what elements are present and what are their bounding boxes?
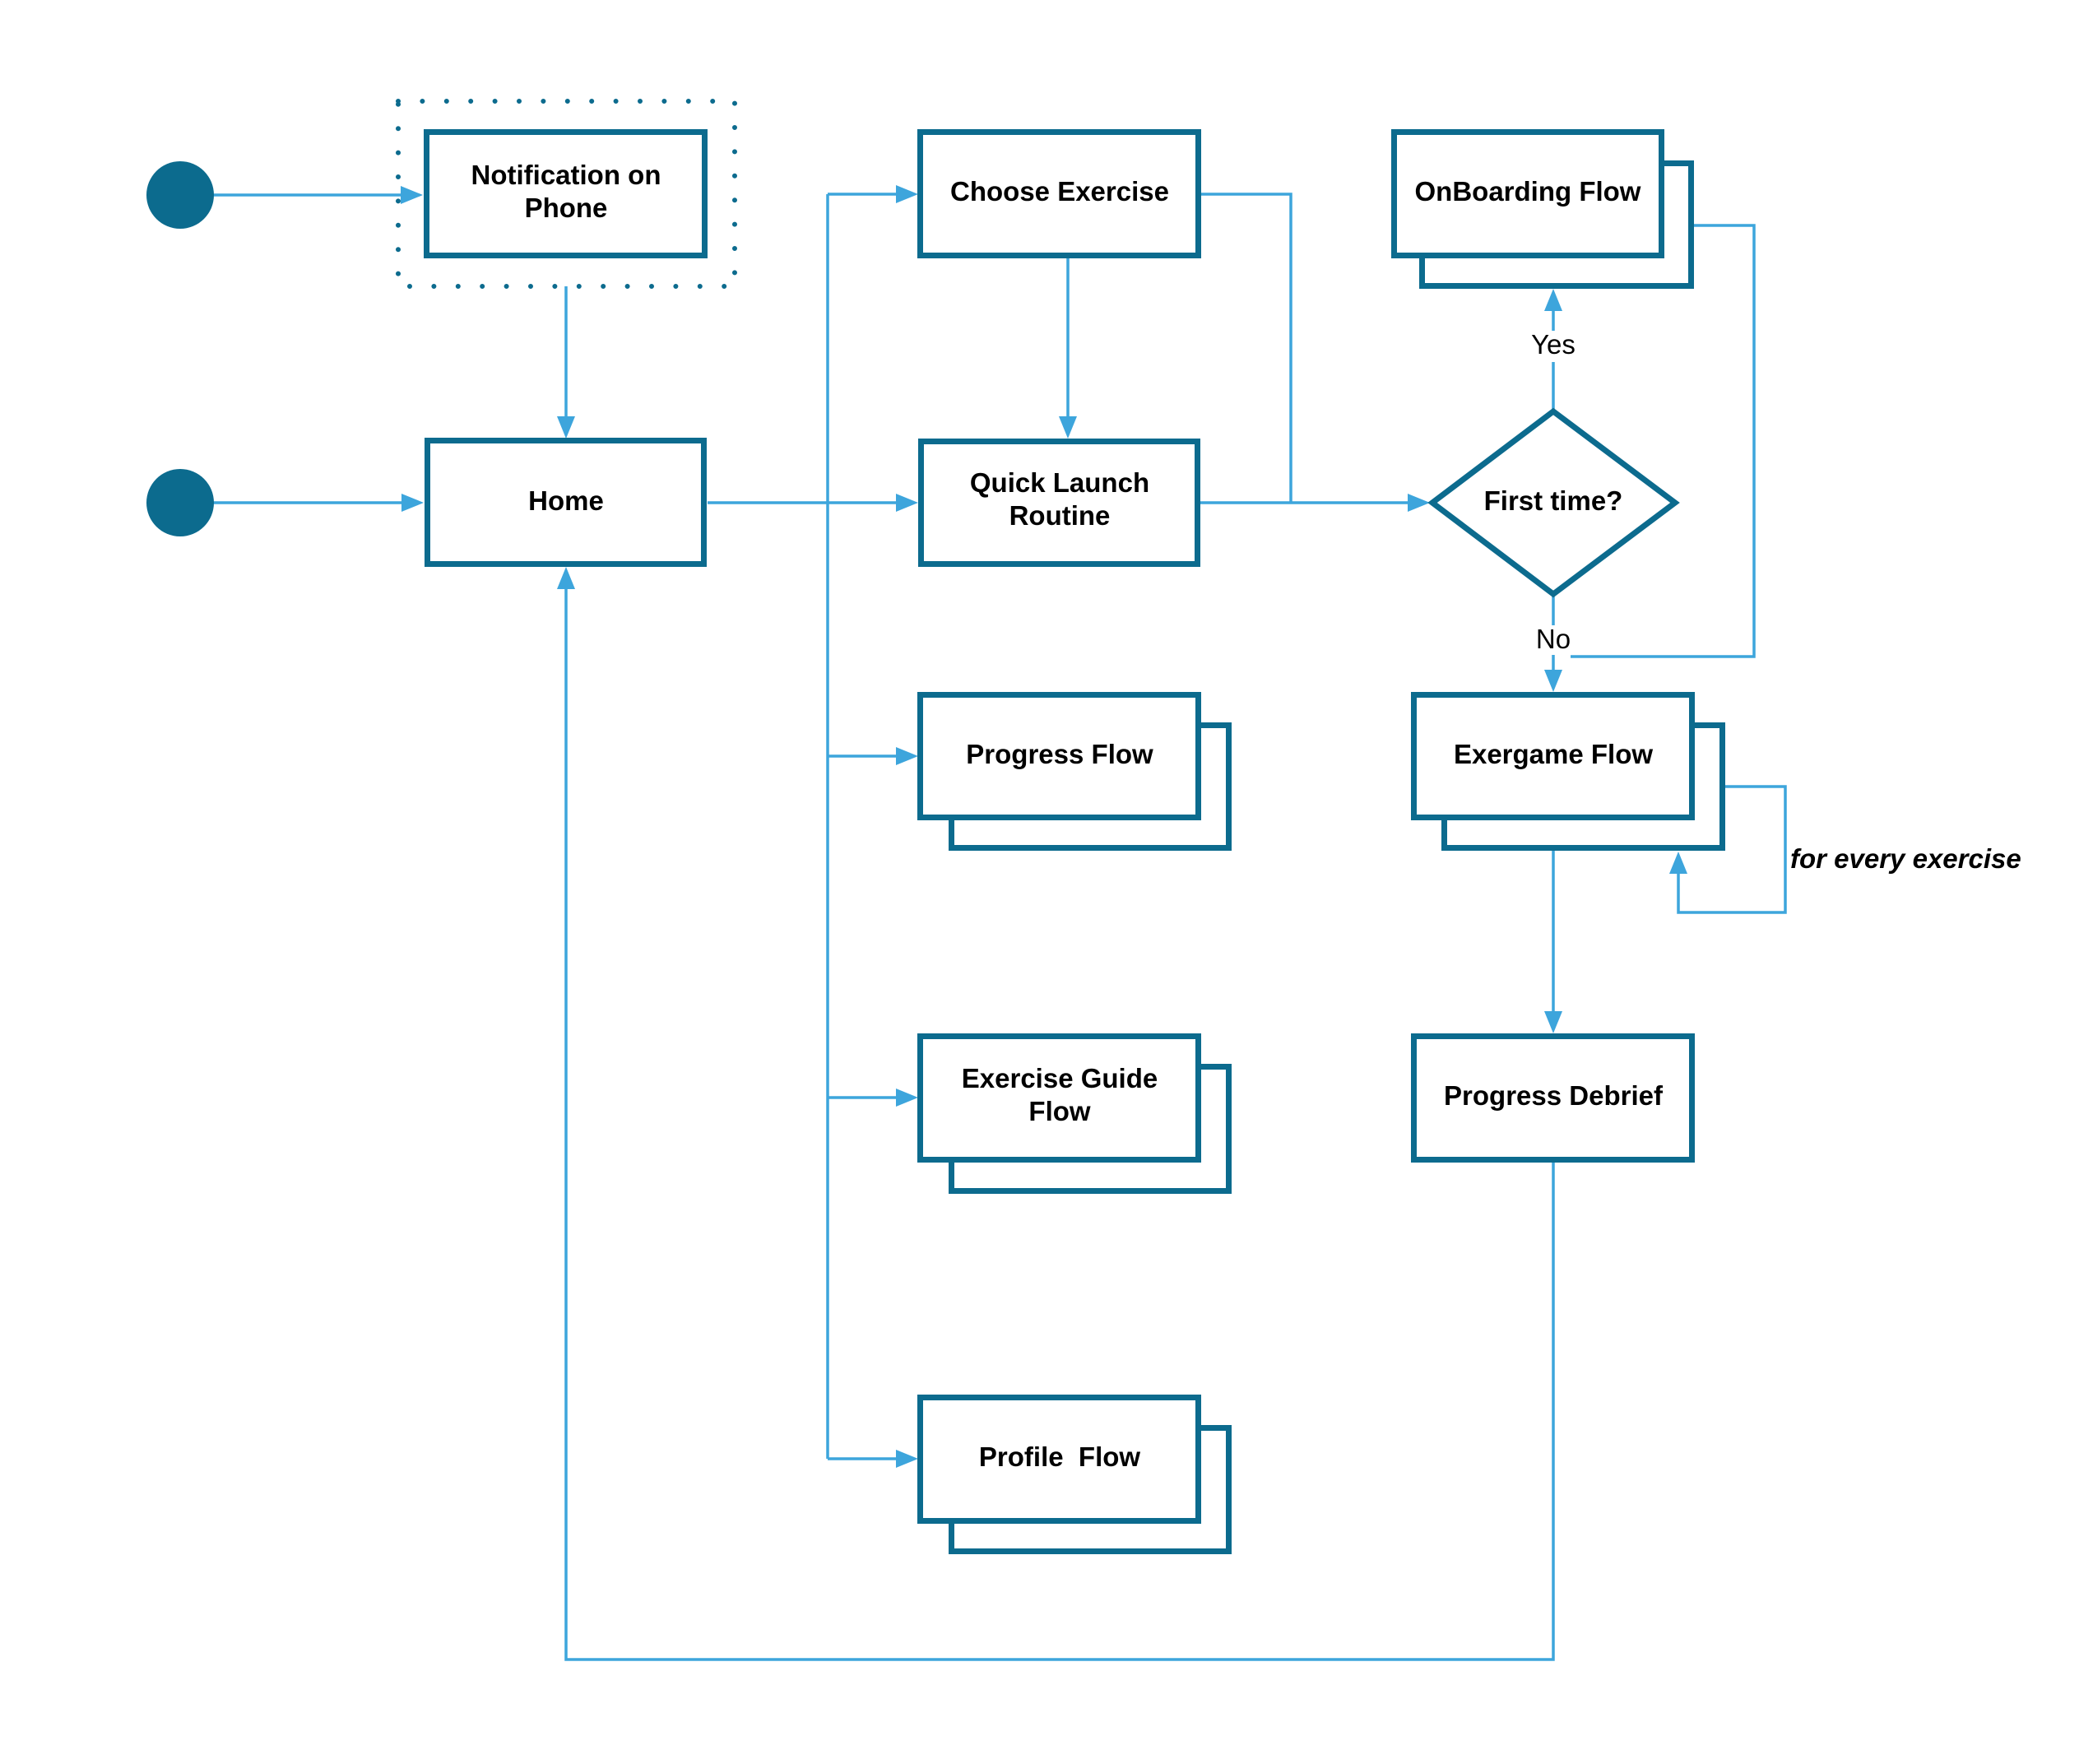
edge-choose-exercise-first-time: [1201, 193, 1292, 503]
arrowhead-icon: [896, 747, 918, 765]
dotted-frame: [396, 99, 737, 289]
node-exercise-guide-box: [917, 1033, 1201, 1163]
node-exergame-label: Exergame Flow: [1454, 739, 1653, 769]
node-choose-exercise[interactable]: Choose Exercise: [917, 129, 1201, 258]
node-profile-flow[interactable]: Profile Flow: [917, 1395, 1232, 1554]
arrowhead-icon: [896, 1089, 918, 1107]
start-marker-home[interactable]: [146, 469, 214, 536]
arrowhead-icon: [1544, 670, 1562, 692]
node-onboarding[interactable]: OnBoarding Flow: [1391, 129, 1694, 289]
node-progress-flow-box: [917, 692, 1201, 820]
node-home-label: Home: [528, 485, 604, 516]
arrowhead-icon: [896, 185, 918, 203]
node-exercise-guide-label-2: Flow: [1028, 1096, 1090, 1126]
node-onboarding-label: OnBoarding Flow: [1415, 176, 1641, 207]
yes-label-bg: [1530, 331, 1576, 362]
node-quick-launch-box: [918, 439, 1200, 567]
node-exergame[interactable]: Exergame Flow: [1411, 692, 1725, 851]
edge-onboarding-exergame: [1571, 224, 1756, 658]
arrowhead-icon: [896, 494, 918, 512]
node-notification-label-2: Phone: [525, 193, 608, 223]
no-label-bg: [1535, 625, 1571, 655]
node-profile-flow-box: [917, 1395, 1201, 1524]
node-onboarding-box: [1391, 129, 1664, 258]
node-notification-label-1: Notification on: [471, 160, 661, 190]
edge-label-for-every-exercise: for every exercise: [1790, 843, 2021, 874]
arrowhead-icon: [1669, 852, 1687, 874]
node-progress-debrief-box: [1411, 1033, 1695, 1163]
arrowhead-icon: [557, 567, 575, 589]
node-exergame-box: [1411, 692, 1695, 820]
arrowhead-icon: [1544, 289, 1562, 311]
node-notification[interactable]: Notification on Phone: [396, 99, 737, 289]
connectors: [212, 185, 1787, 1661]
node-quick-launch-label-2: Routine: [1009, 500, 1111, 531]
node-home-box: [425, 438, 707, 567]
node-first-time-label: First time?: [1484, 485, 1623, 516]
edge-label-yes: Yes: [1531, 329, 1576, 360]
node-progress-flow[interactable]: Progress Flow: [917, 692, 1232, 851]
node-choose-exercise-label: Choose Exercise: [950, 176, 1169, 207]
node-quick-launch-label-1: Quick Launch: [970, 467, 1149, 498]
node-exercise-guide-label-1: Exercise Guide: [962, 1063, 1158, 1093]
edge-exergame-loop: [1677, 785, 1787, 914]
arrowhead-icon: [1408, 494, 1430, 512]
arrowhead-icon: [896, 1450, 918, 1468]
decision-diamond: [1427, 407, 1680, 598]
node-notification-box: [424, 129, 708, 258]
start-marker-notification[interactable]: [146, 161, 214, 229]
edge-progress-debrief-home: [564, 579, 1555, 1661]
node-progress-debrief[interactable]: Progress Debrief: [1411, 1033, 1695, 1163]
node-exercise-guide[interactable]: Exercise Guide Flow: [917, 1033, 1232, 1194]
arrowhead-icon: [1059, 416, 1077, 439]
node-quick-launch[interactable]: Quick Launch Routine: [918, 439, 1200, 567]
node-choose-exercise-box: [917, 129, 1201, 258]
arrowhead-icon: [1544, 1011, 1562, 1033]
node-progress-debrief-label: Progress Debrief: [1444, 1080, 1664, 1111]
arrowhead-icon: [401, 494, 424, 512]
node-profile-flow-label: Profile Flow: [979, 1441, 1141, 1472]
node-home[interactable]: Home: [425, 438, 707, 567]
arrowhead-icon: [401, 186, 423, 204]
arrowhead-icon: [557, 416, 575, 439]
node-progress-flow-label: Progress Flow: [966, 739, 1153, 769]
edge-label-no: No: [1536, 624, 1571, 654]
node-first-time-decision[interactable]: First time?: [1427, 407, 1680, 598]
